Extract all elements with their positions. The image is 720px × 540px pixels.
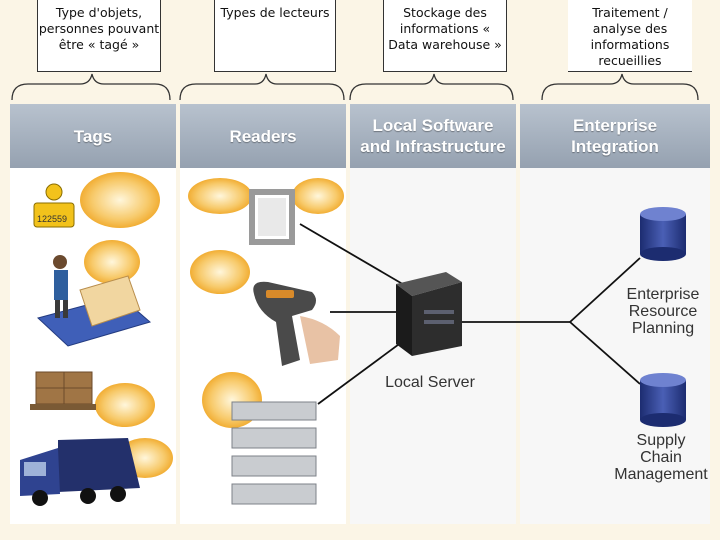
scm-label: Supply Chain Management bbox=[614, 432, 708, 483]
brace-tags bbox=[11, 73, 171, 101]
shelf-reader-icon bbox=[231, 401, 317, 505]
tag-number: 122559 bbox=[37, 214, 67, 224]
erp-database-icon bbox=[640, 207, 686, 261]
header-local-software: Local Software and Infrastructure bbox=[350, 104, 516, 168]
scm-database-icon bbox=[640, 373, 686, 427]
local-server-icon bbox=[396, 272, 462, 356]
brace-enterprise bbox=[541, 73, 699, 101]
handheld-scanner-icon bbox=[253, 281, 340, 366]
note-processing: Traitement / analyse des informations re… bbox=[568, 0, 692, 72]
note-tag-objects: Type d'objets, personnes pouvant être « … bbox=[37, 0, 161, 72]
brace-readers bbox=[179, 73, 345, 101]
erp-label: Enterprise Resource Planning bbox=[626, 286, 700, 337]
header-readers: Readers bbox=[180, 104, 346, 168]
column-enterprise-panel bbox=[520, 104, 710, 524]
local-server-label: Local Server bbox=[385, 374, 475, 391]
boxes-pallet-icon bbox=[30, 371, 96, 410]
column-readers-panel bbox=[180, 104, 346, 524]
header-enterprise-integration: Enterprise Integration bbox=[520, 104, 710, 168]
ear-tag-icon: 122559 bbox=[33, 183, 75, 228]
connection-lines bbox=[299, 223, 641, 405]
note-data-warehouse: Stockage des informations « Data warehou… bbox=[383, 0, 507, 72]
pallet-worker-icon bbox=[37, 255, 152, 347]
brace-local bbox=[349, 73, 514, 101]
header-tags: Tags bbox=[10, 104, 176, 168]
portal-reader-icon bbox=[249, 189, 295, 245]
truck-icon bbox=[20, 438, 140, 506]
note-reader-types: Types de lecteurs bbox=[214, 0, 336, 72]
